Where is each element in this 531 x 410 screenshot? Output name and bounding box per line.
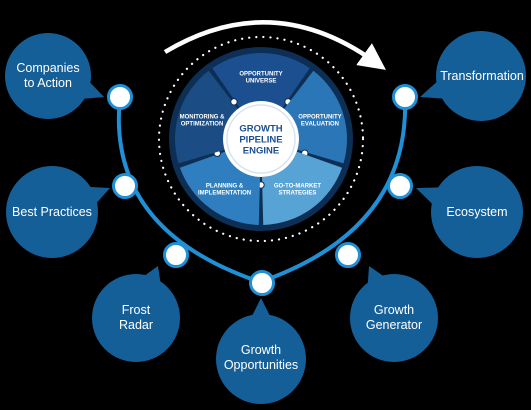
- engine-title-line: ENGINE: [243, 146, 279, 157]
- engine-segment: [212, 52, 310, 108]
- bubble-circle: [5, 33, 91, 119]
- connector-node: [112, 173, 138, 199]
- engine-segment-label: GO-TO-MARKET: [274, 184, 322, 190]
- connector-node: [249, 270, 275, 296]
- engine-segment-label: MONITORING &: [180, 114, 226, 120]
- engine-segment-label: PLANNING &: [206, 184, 244, 190]
- gear-icon: [230, 98, 238, 106]
- engine-segment: [179, 151, 261, 225]
- bubble-circle: [431, 166, 523, 258]
- connector-nodes: [107, 84, 418, 296]
- connector-node: [163, 242, 189, 268]
- rotation-arrow-icon: [163, 20, 386, 70]
- bubble-tail: [251, 298, 271, 318]
- connector-node: [107, 84, 133, 110]
- engine-title-line: GROWTH: [239, 124, 282, 135]
- engine-hub: [223, 101, 299, 177]
- engine-segment-label: STRATEGIES: [278, 191, 316, 197]
- engine-segment-label: OPPORTUNITY: [298, 114, 341, 120]
- bubble-circle: [92, 274, 180, 362]
- engine-segment-label: OPTIMIZATION: [181, 121, 224, 127]
- engine-segment: [175, 70, 238, 164]
- bubble-circle: [350, 274, 438, 362]
- engine-segment: [284, 70, 347, 164]
- engine-segment-label: UNIVERSE: [246, 79, 277, 85]
- bubble-circle: [216, 314, 306, 404]
- connector-node: [387, 173, 413, 199]
- bubble-circle: [436, 31, 526, 121]
- engine-segment-label: EVALUATION: [301, 121, 339, 127]
- engine-title-line: PIPELINE: [239, 135, 282, 146]
- engine-segments: OPPORTUNITYUNIVERSEOPPORTUNITYEVALUATION…: [175, 52, 347, 225]
- engine-hub-ring: [226, 104, 296, 174]
- dotted-orbit-icon: [157, 35, 365, 243]
- engine-segment: [261, 151, 343, 225]
- outcome-bubbles: [5, 31, 526, 404]
- connector-node: [392, 84, 418, 110]
- engine-segment-label: IMPLEMENTATION: [198, 191, 251, 197]
- bubble-circle: [6, 166, 98, 258]
- engine-segment-label: OPPORTUNITY: [239, 72, 282, 78]
- connector-node: [335, 242, 361, 268]
